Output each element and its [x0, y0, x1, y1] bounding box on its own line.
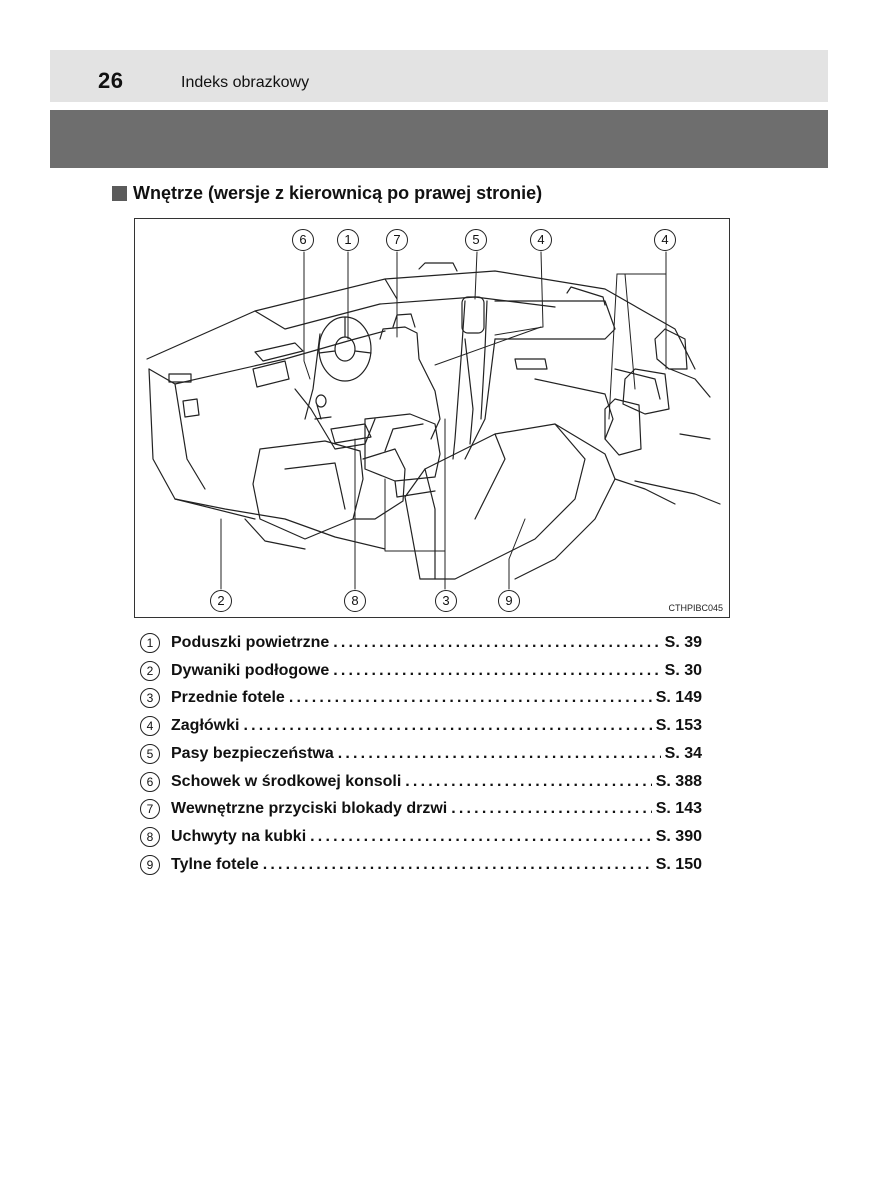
- leader-dots: ........................................…: [451, 800, 652, 818]
- legend-item: 6 Schowek w środkowej konsoli ..........…: [140, 768, 702, 796]
- page-reference[interactable]: S. 150: [655, 855, 702, 873]
- callout-ring: [530, 229, 552, 251]
- legend-item: 2 Dywaniki podłogowe ...................…: [140, 657, 702, 685]
- number-circle-icon: 5: [140, 743, 160, 764]
- leader-dots: ........................................…: [337, 744, 661, 762]
- number-circle-icon: 6: [140, 771, 160, 792]
- page-reference[interactable]: S. 390: [655, 828, 702, 846]
- legend-label: Wewnętrzne przyciski blokady drzwi: [171, 800, 448, 818]
- callout-number: 1: [344, 232, 352, 247]
- number-circle-icon: 7: [140, 799, 160, 820]
- header-band: [50, 110, 828, 168]
- legend-list: 1 Poduszki powietrzne ..................…: [140, 629, 702, 879]
- callout-number: 8: [351, 593, 359, 608]
- callout-number: 3: [442, 593, 450, 608]
- callout-9: 9: [498, 590, 520, 612]
- page-reference[interactable]: S. 39: [664, 633, 702, 651]
- callout-1: 1: [337, 229, 359, 251]
- number-circle-icon: 9: [140, 854, 160, 875]
- legend-label: Dywaniki podłogowe: [171, 661, 330, 679]
- callout-ring: [344, 590, 366, 612]
- callout-number: 9: [505, 593, 513, 608]
- callout-5: 5: [465, 229, 487, 251]
- callout-ring: [435, 590, 457, 612]
- callout-4-rear: 4: [654, 229, 676, 251]
- leader-dots: ........................................…: [262, 855, 652, 873]
- page-reference[interactable]: S. 30: [664, 661, 702, 679]
- callout-number: 7: [393, 232, 401, 247]
- callout-4-front: 4: [530, 229, 552, 251]
- callout-ring: [210, 590, 232, 612]
- legend-label: Schowek w środkowej konsoli: [171, 772, 402, 790]
- legend-label: Pasy bezpieczeństwa: [171, 744, 334, 762]
- page-reference[interactable]: S. 149: [655, 689, 702, 707]
- page-reference[interactable]: S. 388: [655, 772, 702, 790]
- leader-dots: ........................................…: [243, 717, 651, 735]
- number-circle-icon: 4: [140, 716, 160, 737]
- callout-number: 4: [661, 232, 669, 247]
- leader-dots: ........................................…: [333, 661, 660, 679]
- legend-item: 5 Pasy bezpieczeństwa ..................…: [140, 740, 702, 768]
- callout-6: 6: [292, 229, 314, 251]
- section-title: Indeks obrazkowy: [181, 74, 310, 91]
- legend-label: Zagłówki: [171, 717, 240, 735]
- legend-item: 9 Tylne fotele .........................…: [140, 851, 702, 879]
- callout-ring: [498, 590, 520, 612]
- number-circle-icon: 3: [140, 688, 160, 709]
- interior-illustration: 6 1 7 5 4 4 2 8 3 9 CTHPIBC045: [134, 218, 730, 618]
- legend-item: 8 Uchwyty na kubki .....................…: [140, 823, 702, 851]
- leader-dots: ........................................…: [405, 772, 651, 790]
- callout-3: 3: [435, 590, 457, 612]
- number-circle-icon: 2: [140, 660, 160, 681]
- legend-label: Tylne fotele: [171, 855, 259, 873]
- page-reference[interactable]: S. 143: [655, 800, 702, 818]
- page-reference[interactable]: S. 153: [655, 717, 702, 735]
- leader-dots: ........................................…: [288, 689, 652, 707]
- callout-ring: [337, 229, 359, 251]
- callout-ring: [465, 229, 487, 251]
- heading-square-icon: [112, 186, 127, 201]
- figure-code: CTHPIBC045: [668, 603, 723, 613]
- callout-number: 2: [217, 593, 225, 608]
- page-reference[interactable]: S. 34: [664, 744, 702, 762]
- legend-item: 1 Poduszki powietrzne ..................…: [140, 629, 702, 657]
- callout-8: 8: [344, 590, 366, 612]
- legend-item: 4 Zagłówki .............................…: [140, 712, 702, 740]
- section-heading-text: Wnętrze (wersje z kierownicą po prawej s…: [133, 183, 543, 203]
- callout-number: 6: [299, 232, 307, 247]
- callout-ring: [292, 229, 314, 251]
- legend-label: Poduszki powietrzne: [171, 633, 330, 651]
- number-circle-icon: 8: [140, 827, 160, 848]
- header-bar: [50, 50, 828, 102]
- leader-dots: ........................................…: [310, 828, 652, 846]
- legend-label: Uchwyty na kubki: [171, 828, 307, 846]
- car-interior-drawing: [146, 251, 721, 590]
- leader-dots: ........................................…: [333, 633, 660, 651]
- callout-ring: [386, 229, 408, 251]
- page-number: 26: [98, 68, 124, 93]
- section-heading: Wnętrze (wersje z kierownicą po prawej s…: [112, 183, 542, 204]
- number-circle-icon: 1: [140, 632, 160, 653]
- callout-2: 2: [210, 590, 232, 612]
- legend-label: Przednie fotele: [171, 689, 285, 707]
- callout-7: 7: [386, 229, 408, 251]
- legend-item: 3 Przednie fotele ......................…: [140, 685, 702, 713]
- callout-number: 5: [472, 232, 480, 247]
- callout-number: 4: [537, 232, 545, 247]
- legend-item: 7 Wewnętrzne przyciski blokady drzwi ...…: [140, 796, 702, 824]
- callout-ring: [654, 229, 676, 251]
